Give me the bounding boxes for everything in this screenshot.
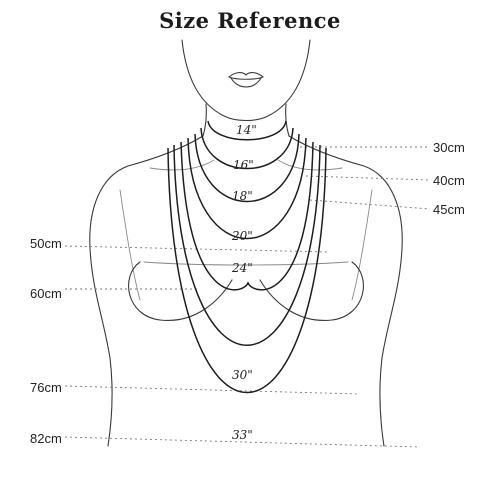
label-33-inch: 33" [232,428,253,442]
label-16-inch: 16" [233,158,254,172]
label-76-cm: 76cm [30,380,62,395]
necklace-chains [167,120,327,393]
neck-outline [202,103,290,137]
label-45-cm: 45cm [433,202,465,217]
body-outline [89,135,403,447]
label-24-inch: 24" [231,261,253,275]
chain-20 [187,137,307,240]
head-outline [181,39,311,122]
inch-labels: 14" 16" 18" 20" 24" 30" 33" [231,123,257,442]
label-20-inch: 20" [231,229,253,243]
chain-16 [200,127,294,170]
label-18-inch: 18" [232,189,253,203]
label-14-inch: 14" [236,123,257,137]
label-30-cm: 30cm [433,140,465,155]
figure-title: Size Reference [159,8,341,33]
chain-18 [194,133,300,203]
label-82-cm: 82cm [30,431,62,446]
label-60-cm: 60cm [30,286,62,301]
chain-33 [167,147,327,393]
lips [228,72,264,88]
cm-labels: 30cm 40cm 45cm 50cm 60cm 76cm 82cm [30,140,465,446]
chain-24 [180,141,314,291]
label-40-cm: 40cm [433,173,465,188]
label-30-inch: 30" [232,368,253,382]
chain-14 [207,120,287,141]
bust-outline [128,261,364,321]
label-50-cm: 50cm [30,236,62,251]
measurement-guides [64,146,431,448]
chain-30 [173,144,321,346]
